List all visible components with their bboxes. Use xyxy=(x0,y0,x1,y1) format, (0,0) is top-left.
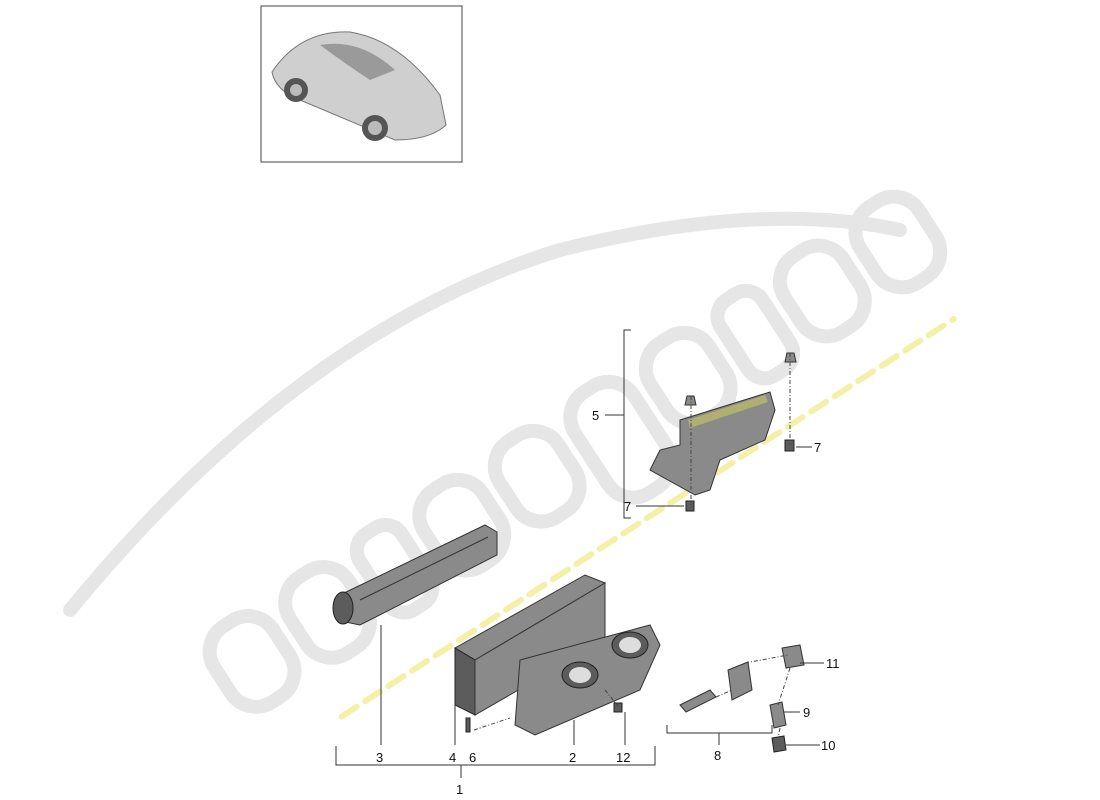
callout-2: 2 xyxy=(569,750,576,765)
part-3-intake-duct xyxy=(332,524,498,626)
callout-4: 4 xyxy=(449,750,456,765)
callout-1: 1 xyxy=(456,782,463,797)
callout-6: 6 xyxy=(469,750,476,765)
car-thumbnail xyxy=(260,5,463,163)
callout-5: 5 xyxy=(592,408,599,423)
small-parts xyxy=(465,352,805,753)
callout-3: 3 xyxy=(376,750,383,765)
callout-11: 11 xyxy=(826,656,840,671)
callout-10: 10 xyxy=(821,738,835,753)
callout-7: 7 xyxy=(814,440,821,455)
callout-9: 9 xyxy=(803,705,810,720)
part-2-filter-housing xyxy=(514,624,661,736)
leader-lines xyxy=(335,329,824,778)
part-4-air-filter xyxy=(454,574,607,716)
callout-12: 12 xyxy=(616,750,630,765)
part-5-air-duct-upper xyxy=(649,391,776,496)
callout-8: 8 xyxy=(714,748,721,763)
callout-7: 7 xyxy=(624,499,631,514)
